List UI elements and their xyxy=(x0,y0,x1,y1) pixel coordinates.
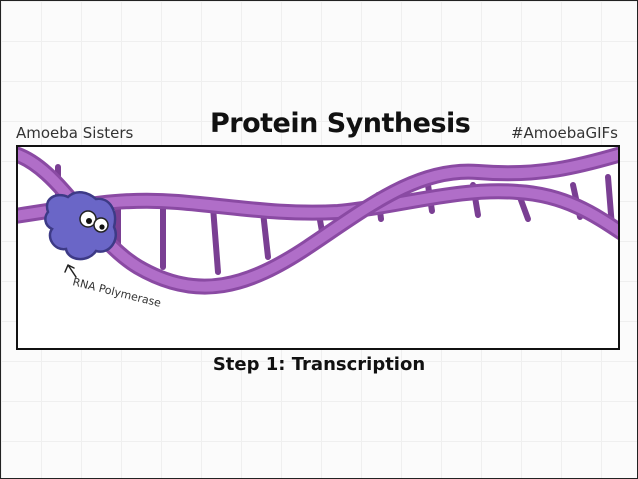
pointer-arrow-icon xyxy=(64,264,77,278)
hashtag-label: #AmoebaGIFs xyxy=(510,124,618,142)
credit-label: Amoeba Sisters xyxy=(16,124,134,142)
rna-polymerase-icon xyxy=(44,191,117,261)
page-title: Protein Synthesis xyxy=(210,108,471,139)
diagram-panel: RNA Polymerase xyxy=(16,145,620,350)
dna-diagram: RNA Polymerase xyxy=(18,147,618,310)
step-caption: Step 1: Transcription xyxy=(212,354,426,375)
